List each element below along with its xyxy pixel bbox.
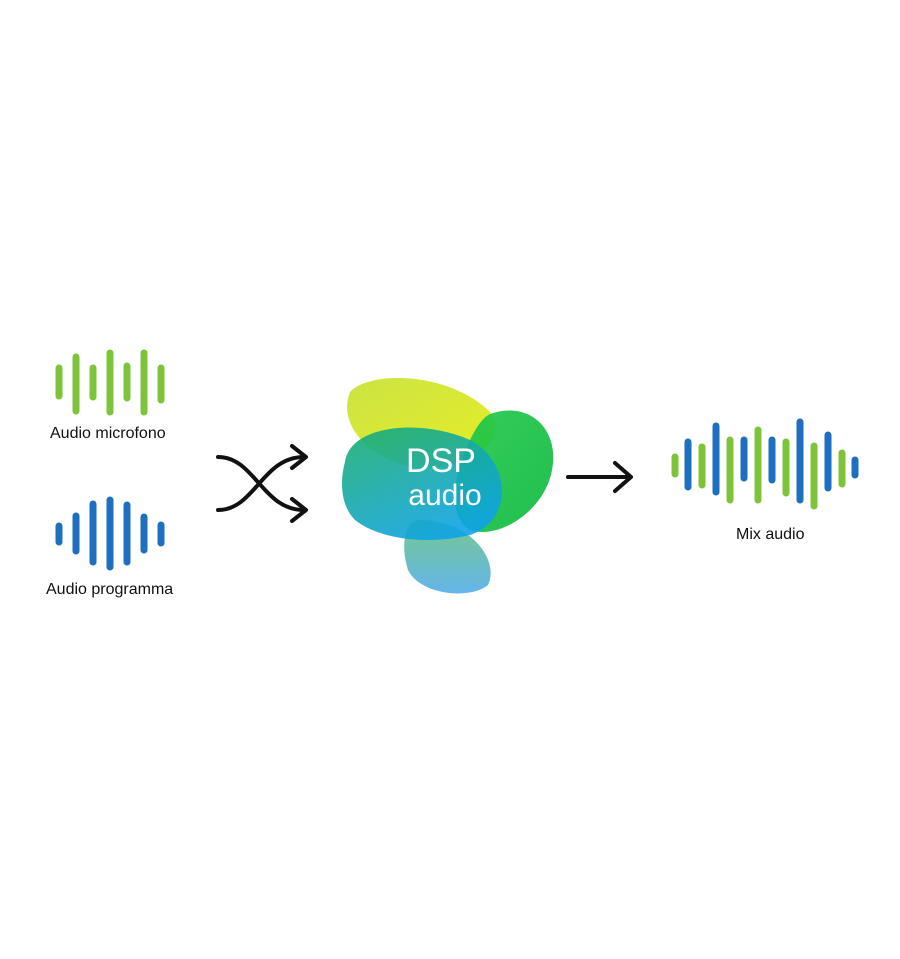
dsp-blob-icon [342,378,554,594]
microphone-waveform-icon [55,349,165,416]
crossing-arrows-icon [216,444,308,523]
mix-audio-label: Mix audio [736,526,805,543]
program-audio-label: Audio programma [46,581,174,598]
right-arrow-icon [566,461,633,493]
dsp-title-line2: audio [408,479,481,512]
program-waveform-icon [55,496,165,571]
microphone-audio-label: Audio microfono [50,425,166,442]
dsp-title-line1: DSP [406,442,476,480]
mix-waveform-icon [671,418,859,510]
